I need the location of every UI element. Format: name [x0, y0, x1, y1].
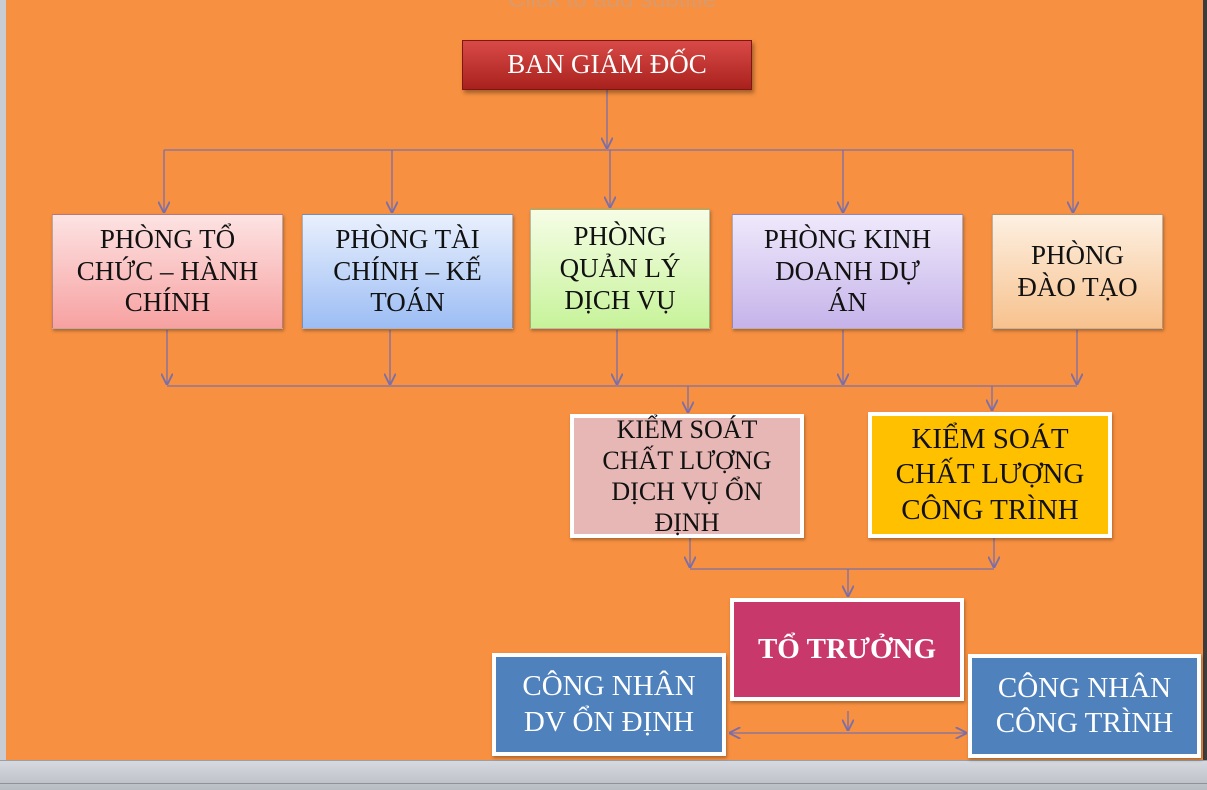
worker-construction-box[interactable]: CÔNG NHÂN CÔNG TRÌNH [968, 654, 1201, 758]
team-leader-label: TỔ TRƯỞNG [757, 633, 937, 666]
quality-service-line-4: ĐỊNH [654, 508, 720, 538]
window-edge [1203, 0, 1207, 760]
team-leader-box[interactable]: TỔ TRƯỞNG [730, 598, 964, 701]
quality-service-line-3: DỊCH VỤ ỔN [611, 477, 763, 506]
worker-service-line-1: CÔNG NHÂN [522, 670, 696, 703]
worker-construction-line-1: CÔNG NHÂN [997, 671, 1172, 704]
quality-construction-box[interactable]: KIỂM SOÁT CHẤT LƯỢNG CÔNG TRÌNH [868, 412, 1112, 538]
dept-service-line-3: DỊCH VỤ [564, 284, 676, 315]
dept-finance-box[interactable]: PHÒNG TÀI CHÍNH – KẾ TOÁN [302, 214, 513, 329]
dept-business-line-3: ÁN [828, 287, 867, 318]
dept-finance-line-2: CHÍNH – KẾ [333, 255, 482, 286]
dept-training-box[interactable]: PHÒNG ĐÀO TẠO [992, 214, 1163, 329]
quality-service-box[interactable]: KIỂM SOÁT CHẤT LƯỢNG DỊCH VỤ ỔN ĐỊNH [570, 414, 804, 538]
worker-construction-line-2: CÔNG TRÌNH [995, 707, 1174, 739]
worker-service-box[interactable]: CÔNG NHÂN DV ỔN ĐỊNH [492, 653, 726, 756]
dept-training-line-2: ĐÀO TẠO [1017, 271, 1138, 302]
dept-service-line-2: QUẢN LÝ [559, 253, 681, 284]
connector-lines [0, 90, 1207, 760]
dept-admin-line-2: CHỨC – HÀNH [76, 255, 259, 286]
slide: Click to add subtitle [6, 0, 1203, 760]
dept-admin-line-1: PHÒNG TỔ [99, 223, 236, 254]
dept-business-line-2: DOANH DỰ [775, 255, 920, 286]
board-of-directors-label: BAN GIÁM ĐỐC [507, 49, 707, 80]
worker-service-line-2: DV ỔN ĐỊNH [523, 705, 695, 738]
dept-admin-line-3: CHÍNH [124, 287, 211, 318]
board-of-directors-box[interactable]: BAN GIÁM ĐỐC [462, 40, 752, 90]
dept-training-line-1: PHÒNG [1030, 239, 1124, 270]
dept-finance-line-1: PHÒNG TÀI [335, 223, 480, 254]
dept-finance-line-3: TOÁN [370, 287, 445, 318]
quality-service-line-2: CHẤT LƯỢNG [602, 445, 772, 475]
dept-service-line-1: PHÒNG [573, 221, 667, 252]
dept-business-line-1: PHÒNG KINH [763, 223, 932, 254]
app-bottom-bar [0, 760, 1207, 790]
quality-service-line-1: KIỂM SOÁT [616, 414, 758, 444]
dept-admin-box[interactable]: PHÒNG TỔ CHỨC – HÀNH CHÍNH [52, 214, 283, 329]
dept-business-box[interactable]: PHÒNG KINH DOANH DỰ ÁN [732, 214, 963, 329]
quality-construction-line-1: KIỂM SOÁT [911, 422, 1069, 455]
quality-construction-line-2: CHẤT LƯỢNG [895, 458, 1085, 491]
subtitle-placeholder[interactable]: Click to add subtitle [412, 0, 812, 14]
dept-service-box[interactable]: PHÒNG QUẢN LÝ DỊCH VỤ [530, 209, 710, 329]
quality-construction-line-3: CÔNG TRÌNH [901, 493, 1079, 526]
